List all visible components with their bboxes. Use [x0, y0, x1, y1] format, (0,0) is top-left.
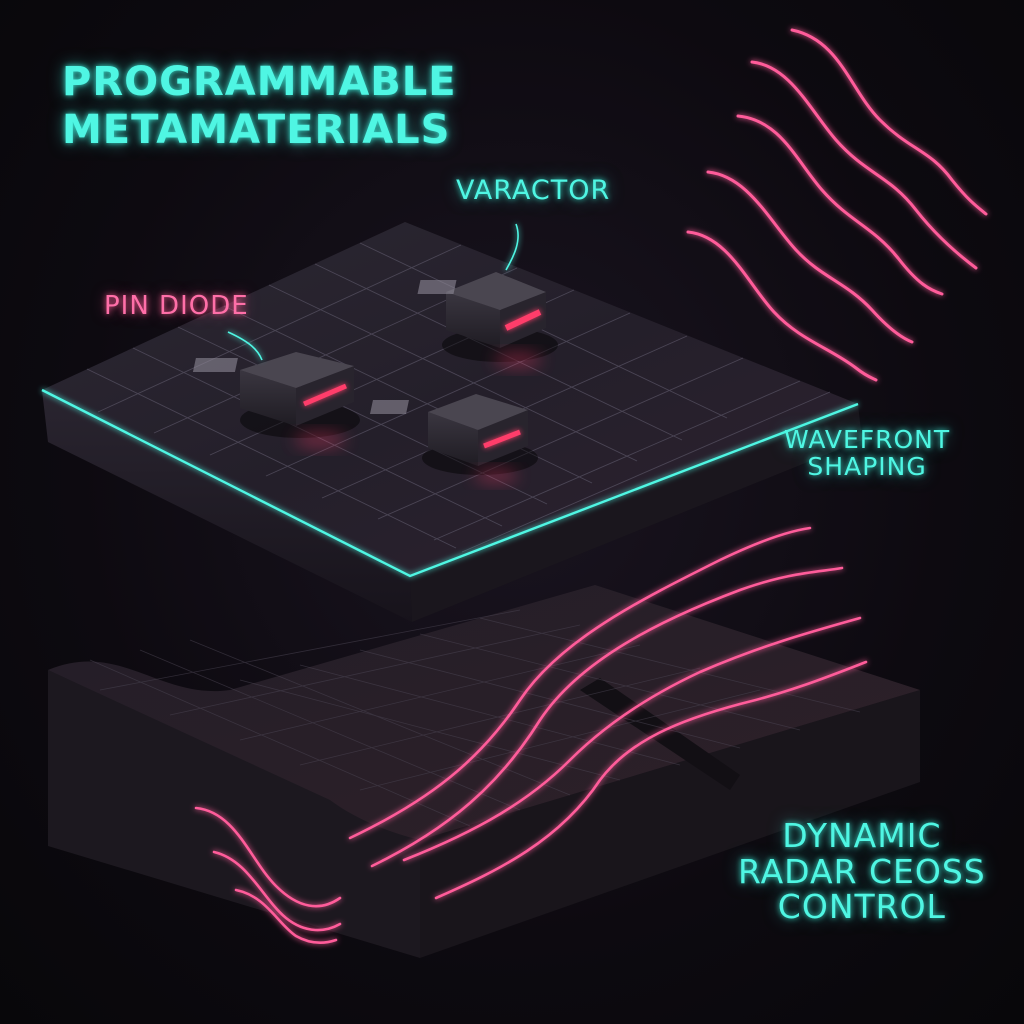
diagram-title: PROGRAMMABLE METAMATERIALS: [62, 58, 457, 154]
radar-line-1: DYNAMIC: [782, 816, 942, 855]
wavefront-line-1: WAVEFRONT: [784, 425, 951, 454]
radar-line-2: RADAR CEOSS: [738, 851, 986, 891]
varactor-chip: [417, 223, 558, 368]
unit-cell-chip: [370, 394, 538, 483]
wavefront-shaping-label: WAVEFRONT SHAPING: [784, 426, 950, 480]
top-slab-glow-edge: [41, 388, 859, 578]
bottom-grid: [89, 609, 861, 827]
shaped-waves: [194, 526, 868, 944]
bottom-slab-right-face: [420, 690, 920, 958]
title-line-2: METAMATERIALS: [62, 107, 451, 153]
bottom-slab-top: [48, 585, 920, 840]
varactor-label: VARACTOR: [456, 175, 611, 206]
top-slab-right-face: [410, 404, 862, 622]
title-line-1: PROGRAMMABLE: [62, 59, 457, 105]
pin-diode-label: PIN DIODE: [104, 291, 249, 321]
top-slab-left-face: [42, 390, 412, 622]
radar-line-3: CONTROL: [777, 887, 946, 927]
pin-diode-chip: [192, 331, 360, 448]
bottom-slab: [48, 585, 920, 958]
radar-control-label: DYNAMIC RADAR CEOSS CONTROL: [738, 818, 986, 925]
top-slab-surface: [42, 222, 858, 576]
bottom-slab-left-face: [48, 670, 420, 958]
wavefront-line-2: SHAPING: [807, 452, 927, 481]
bottom-slab-groove: [580, 678, 740, 790]
incoming-waves: [686, 28, 988, 382]
